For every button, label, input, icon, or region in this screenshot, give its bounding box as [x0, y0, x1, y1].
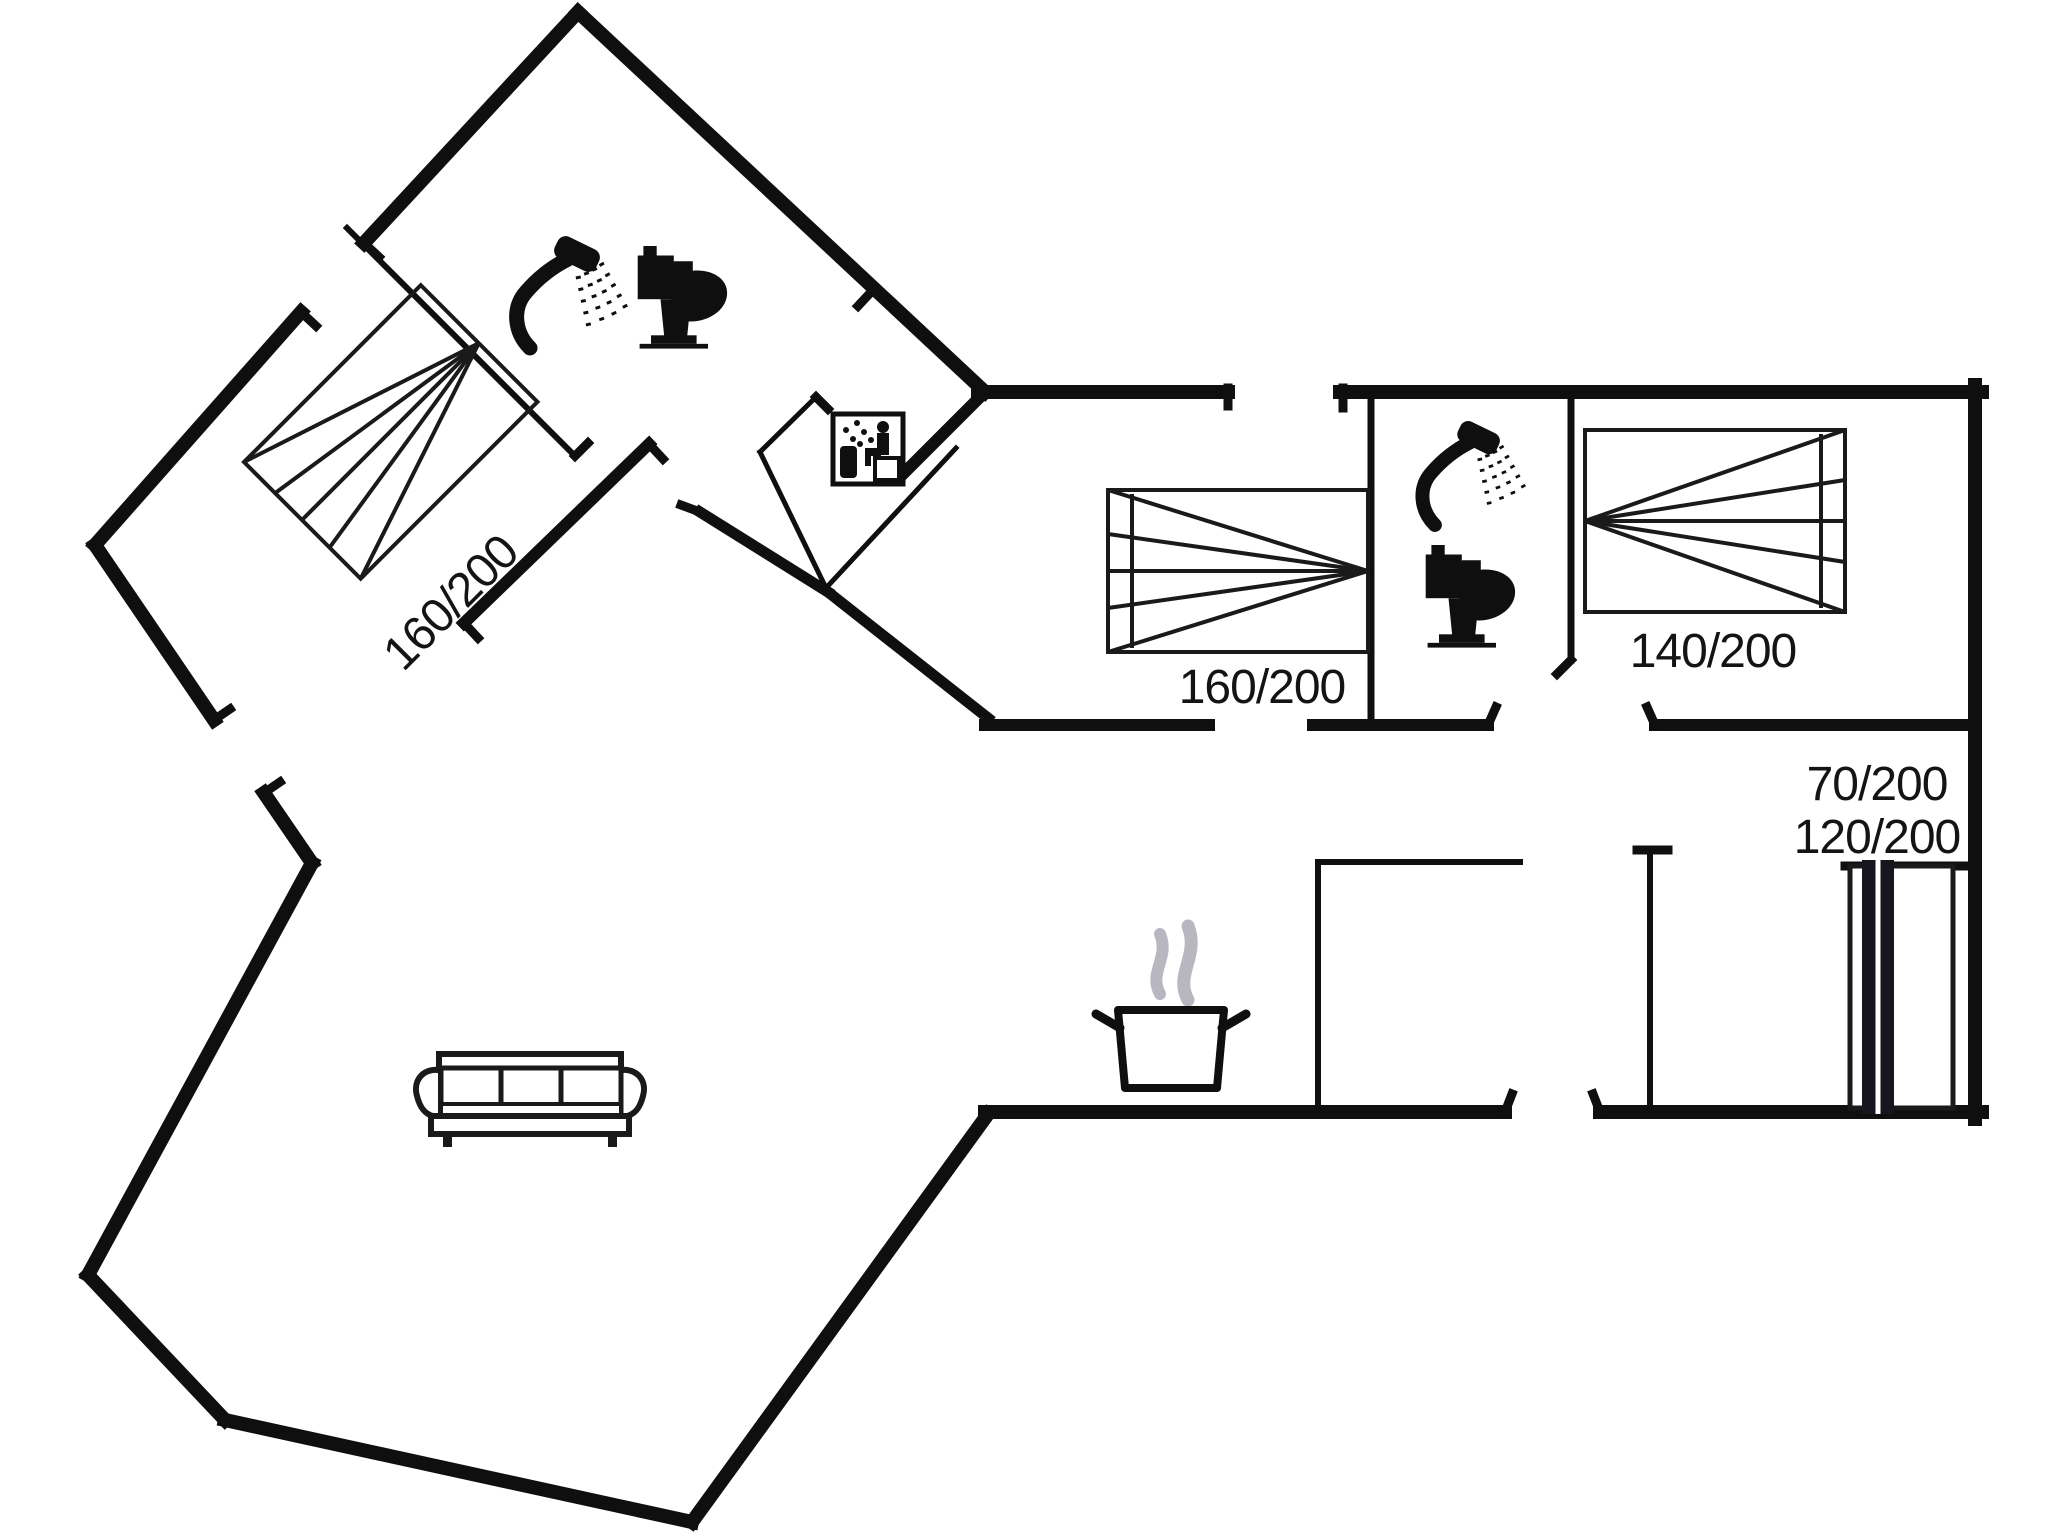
toilet-icon [1425, 545, 1516, 648]
door-jamb-ticks [207, 236, 1661, 1118]
wall-bath1-partition [342, 223, 580, 461]
bedroom2-bed-size-label: 160/200 [1179, 661, 1346, 714]
wall-sauna-ne [896, 383, 994, 481]
wall-bottom-diagonal [682, 1104, 998, 1532]
bunk-bed-top-size-label: 70/200 [1807, 758, 1948, 811]
bathroom1-fixtures [517, 233, 728, 348]
toilet-icon [637, 246, 728, 349]
cooking-pot-icon [1096, 926, 1246, 1088]
bedroom3-bed-size-label: 140/200 [1630, 625, 1797, 678]
wall-ne-edge [568, 2, 995, 402]
bedroom1-double-bed [241, 282, 541, 582]
wall-bed1-se [455, 435, 658, 632]
shower-icon [517, 233, 626, 348]
outer-walls [78, 2, 1989, 1532]
wall-sauna-sw [756, 448, 830, 592]
bathroom2-fixtures [1422, 418, 1524, 648]
wall-bottom-left [216, 1411, 701, 1531]
bedroom2-double-bed [1106, 488, 1370, 654]
wall-nw-lower [85, 302, 311, 555]
bunk-bed-bottom-size-label: 120/200 [1794, 811, 1961, 864]
sauna-icon [833, 414, 903, 484]
sofa-icon [416, 1054, 644, 1147]
wall-hall-diag-2 [820, 584, 996, 726]
wall-sauna-se [822, 444, 960, 592]
wall-nw-upper [354, 2, 588, 253]
wall-left-notch [78, 853, 322, 1285]
bunk-bed [1847, 860, 1956, 1114]
bedroom1-bed-size-label: 160/200 [373, 525, 528, 680]
wall-sauna-nw [756, 393, 820, 456]
bedroom3-double-bed [1583, 428, 1847, 614]
wall-lower-left [78, 1265, 235, 1430]
wall-hall-diag-1 [692, 504, 836, 600]
wall-sw-upper [85, 535, 224, 730]
wall-sw-mid [254, 783, 322, 873]
wall-kitchen-L [1315, 859, 1523, 1115]
shower-icon [1422, 418, 1524, 525]
